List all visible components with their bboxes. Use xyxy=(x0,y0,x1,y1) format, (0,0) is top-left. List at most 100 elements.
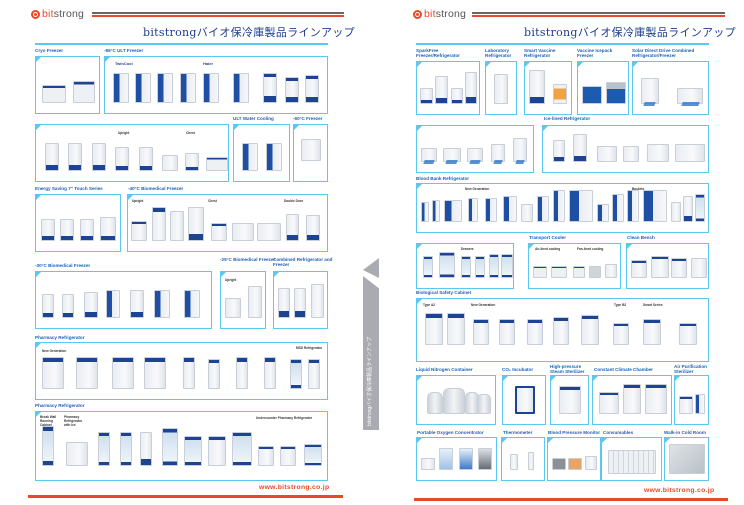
product-biomedical-freezer[interactable] xyxy=(42,294,54,318)
product-transport-cooler[interactable] xyxy=(605,264,617,278)
product-ice-lined[interactable] xyxy=(647,144,669,162)
product-biomedical-chest[interactable] xyxy=(232,223,254,241)
product-oxygen-concentrator[interactable] xyxy=(439,448,453,470)
product-pharmacy-refrigerator[interactable] xyxy=(162,428,178,466)
product-blood-bank[interactable] xyxy=(503,196,517,222)
product-pharmacy-refrigerator[interactable] xyxy=(76,357,98,389)
product-biomedical-freezer[interactable] xyxy=(154,290,170,318)
product-blood-pressure-monitor[interactable] xyxy=(552,458,566,470)
product-biomedical-freezer[interactable] xyxy=(225,298,241,318)
product-sparkfree[interactable] xyxy=(451,88,463,104)
product-pharmacy-refrigerator[interactable] xyxy=(66,442,88,466)
product-pharmacy-refrigerator[interactable] xyxy=(208,359,220,389)
product-clean-bench[interactable] xyxy=(651,256,669,278)
product-blood-pressure-monitor[interactable] xyxy=(568,458,582,470)
product-steam-sterilizer[interactable] xyxy=(559,386,581,414)
product-blood-drawer[interactable] xyxy=(475,256,485,278)
product-energy-saving[interactable] xyxy=(100,217,116,241)
product-ult-freezer[interactable] xyxy=(233,73,249,103)
product-blood-drawer[interactable] xyxy=(423,256,433,278)
product-ult-freezer[interactable] xyxy=(203,73,219,103)
product-climate-chamber[interactable] xyxy=(599,392,619,414)
product-transport-cooler[interactable] xyxy=(533,266,547,278)
product-pharmacy-refrigerator[interactable] xyxy=(236,357,248,389)
product-ult-chest[interactable] xyxy=(185,153,199,171)
product-bio-safety-cabinet[interactable] xyxy=(447,313,465,345)
product-bio-safety-cabinet[interactable] xyxy=(425,313,443,345)
product-bio-safety-cabinet[interactable] xyxy=(473,319,489,345)
product-biomedical-double[interactable] xyxy=(286,214,299,241)
product-blood-drawer[interactable] xyxy=(439,252,455,278)
product-liquid-nitrogen[interactable] xyxy=(443,388,465,414)
product-laboratory-refrigerator[interactable] xyxy=(494,74,508,104)
product-thermometer[interactable] xyxy=(528,452,534,470)
product-biomedical-freezer[interactable] xyxy=(152,207,166,241)
product-climate-chamber[interactable] xyxy=(645,384,667,414)
product-blood-drawer[interactable] xyxy=(501,254,513,278)
product-pharmacy-refrigerator[interactable] xyxy=(264,357,276,389)
product-blood-bank[interactable] xyxy=(612,194,624,222)
product-pharmacy-refrigerator[interactable] xyxy=(144,357,166,389)
product-transport-cooler[interactable] xyxy=(551,266,567,278)
product-ice-lined[interactable] xyxy=(491,144,505,162)
product-bio-safety-cabinet[interactable] xyxy=(527,319,543,345)
product-pharmacy-refrigerator[interactable] xyxy=(112,357,134,389)
product-ult-freezer[interactable] xyxy=(285,77,299,103)
product-ult-chest[interactable] xyxy=(162,155,178,171)
product-bio-safety-cabinet[interactable] xyxy=(581,315,599,345)
product-consumables[interactable] xyxy=(608,450,656,474)
product-pharmacy-refrigerator[interactable] xyxy=(42,426,54,466)
product-blood-bank[interactable] xyxy=(553,190,565,222)
product-transport-cooler[interactable] xyxy=(589,266,601,278)
product-climate-chamber[interactable] xyxy=(623,384,641,414)
product-ult-freezer[interactable] xyxy=(263,73,277,103)
product-ice-lined[interactable] xyxy=(675,144,705,162)
product-blood-bank[interactable] xyxy=(643,190,667,222)
product-smart-vaccine[interactable] xyxy=(553,84,567,104)
product-ult-freezer[interactable] xyxy=(45,143,59,171)
product-undercounter-refrigerator[interactable] xyxy=(304,444,322,466)
product-blood-bank[interactable] xyxy=(421,202,429,222)
product-cryo-freezer[interactable] xyxy=(42,85,66,103)
product-freezer-60[interactable] xyxy=(301,139,321,161)
product-cryo-freezer[interactable] xyxy=(73,81,95,103)
product-msd-refrigerator[interactable] xyxy=(308,359,320,389)
product-biomedical-freezer[interactable] xyxy=(131,221,147,241)
product-bio-safety-cabinet[interactable] xyxy=(553,317,569,345)
product-pharmacy-refrigerator[interactable] xyxy=(140,432,152,466)
product-biomedical-freezer[interactable] xyxy=(188,207,204,241)
product-pharmacy-refrigerator[interactable] xyxy=(232,432,252,466)
product-blood-bank[interactable] xyxy=(521,204,533,222)
product-undercounter-refrigerator[interactable] xyxy=(280,446,296,466)
product-clean-bench[interactable] xyxy=(631,260,647,278)
product-walk-in-cold-room[interactable] xyxy=(669,444,705,474)
product-ice-lined[interactable] xyxy=(467,148,483,162)
product-ult-freezer[interactable] xyxy=(139,147,153,171)
product-biomedical-freezer[interactable] xyxy=(106,290,120,318)
product-pharmacy-refrigerator[interactable] xyxy=(183,357,195,389)
product-sparkfree[interactable] xyxy=(420,88,433,104)
product-biomedical-double[interactable] xyxy=(306,215,320,241)
product-ult-freezer[interactable] xyxy=(113,73,129,103)
product-blood-bank[interactable] xyxy=(671,202,681,222)
product-energy-saving[interactable] xyxy=(60,219,74,241)
product-pharmacy-refrigerator[interactable] xyxy=(208,436,226,466)
product-blood-bank[interactable] xyxy=(444,200,462,222)
product-bio-safety-cabinet[interactable] xyxy=(613,323,629,345)
product-biomedical-freezer[interactable] xyxy=(84,292,98,318)
product-vaccine-icepack[interactable] xyxy=(582,86,602,104)
product-blood-bank[interactable] xyxy=(695,194,705,222)
product-transport-cooler[interactable] xyxy=(573,266,585,278)
product-ice-lined[interactable] xyxy=(573,134,587,162)
product-ult-freezer[interactable] xyxy=(68,143,82,171)
product-ult-water-cooling[interactable] xyxy=(242,143,258,171)
product-biomedical-freezer[interactable] xyxy=(170,211,184,241)
product-energy-saving[interactable] xyxy=(41,219,55,241)
product-vaccine-icepack[interactable] xyxy=(606,82,626,104)
footer-url[interactable]: www.bitstrong.co.jp xyxy=(259,484,330,491)
product-biomedical-freezer[interactable] xyxy=(184,290,200,318)
product-clean-bench[interactable] xyxy=(671,258,687,278)
product-smart-vaccine[interactable] xyxy=(529,70,545,104)
product-blood-bank[interactable] xyxy=(537,196,549,222)
product-combined-refrigerator[interactable] xyxy=(294,288,306,318)
